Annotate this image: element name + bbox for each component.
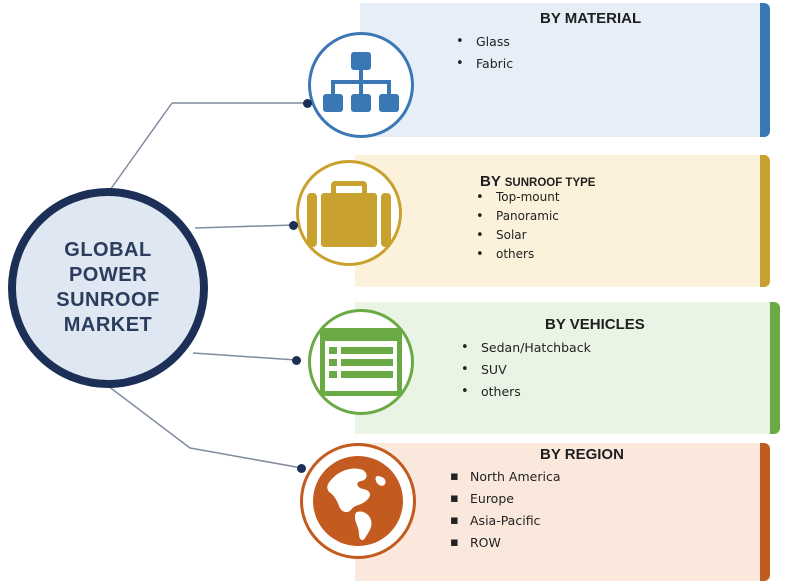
list-window-icon bbox=[320, 328, 402, 396]
list-item: Fabric bbox=[456, 53, 513, 75]
list-item: others bbox=[461, 381, 591, 403]
globe-icon bbox=[313, 456, 403, 546]
region-icon-circle bbox=[300, 443, 416, 559]
list-item: others bbox=[476, 245, 560, 264]
region-list: North America Europe Asia-Pacific ROW bbox=[450, 466, 561, 554]
list-item: ROW bbox=[450, 532, 561, 554]
vehicles-connector-dot bbox=[292, 356, 301, 365]
material-list: Glass Fabric bbox=[456, 31, 513, 75]
vehicles-heading: BY VEHICLES bbox=[545, 316, 645, 333]
hierarchy-icon bbox=[323, 52, 399, 112]
material-icon-circle bbox=[308, 32, 414, 138]
sunroof-type-panel bbox=[355, 155, 770, 287]
list-item: Glass bbox=[456, 31, 513, 53]
list-item: North America bbox=[450, 466, 561, 488]
material-connector-dot bbox=[303, 99, 312, 108]
region-panel bbox=[355, 443, 770, 581]
list-item: Panoramic bbox=[476, 207, 560, 226]
connector-material bbox=[109, 102, 173, 191]
region-heading: BY REGION bbox=[540, 446, 624, 463]
briefcase-icon bbox=[307, 181, 391, 247]
list-item: SUV bbox=[461, 359, 591, 381]
connector-sunroof bbox=[194, 224, 295, 229]
sunroof-type-connector-dot bbox=[289, 221, 298, 230]
sunroof-type-list: Top-mount Panoramic Solar others bbox=[476, 188, 560, 264]
material-panel bbox=[360, 3, 770, 137]
connector-vehicles bbox=[192, 352, 297, 361]
list-item: Sedan/Hatchback bbox=[461, 337, 591, 359]
list-item: Asia-Pacific bbox=[450, 510, 561, 532]
list-item: Solar bbox=[476, 226, 560, 245]
material-heading: BY MATERIAL bbox=[540, 10, 642, 27]
central-hub-circle: GLOBAL POWER SUNROOF MARKET bbox=[8, 188, 208, 388]
sunroof-type-heading: BY SUNROOF TYPE bbox=[480, 173, 596, 190]
sunroof-type-icon-circle bbox=[296, 160, 402, 266]
list-item: Europe bbox=[450, 488, 561, 510]
region-connector-dot bbox=[297, 464, 306, 473]
connector-region bbox=[107, 385, 191, 449]
vehicles-list: Sedan/Hatchback SUV others bbox=[461, 337, 591, 403]
list-item: Top-mount bbox=[476, 188, 560, 207]
vehicles-icon-circle bbox=[308, 309, 414, 415]
hub-title: GLOBAL POWER SUNROOF MARKET bbox=[56, 239, 160, 336]
